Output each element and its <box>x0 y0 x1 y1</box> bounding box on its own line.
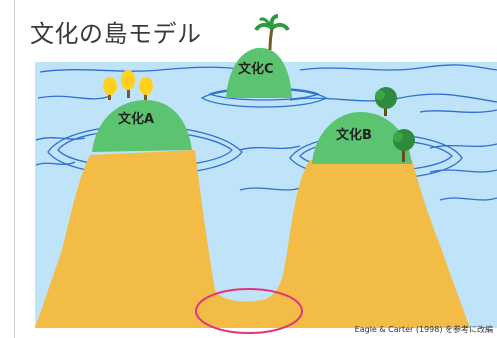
slide-left-border <box>14 0 15 338</box>
wave-line <box>39 66 261 73</box>
island-b-trees <box>375 87 415 162</box>
valley-highlight-circle <box>195 288 303 334</box>
land-cross-section <box>35 150 470 328</box>
palm-tree-icon <box>254 14 290 51</box>
wave-line <box>37 95 111 100</box>
source-credit: Eagle & Carter (1998) を参考に改編 <box>354 325 493 334</box>
wave-line <box>239 187 301 191</box>
island-a-trees <box>103 70 153 100</box>
wave-line <box>289 93 497 103</box>
island-a-top <box>92 100 192 152</box>
tree-icon <box>121 70 135 90</box>
wave-line <box>299 64 497 71</box>
tree-icon <box>103 77 117 95</box>
wave-line <box>429 143 497 149</box>
wave-line <box>239 145 301 151</box>
island-b-label: 文化B <box>336 127 372 143</box>
wave-line <box>419 109 497 113</box>
wave-line <box>429 169 497 173</box>
island-c-label: 文化C <box>238 61 274 77</box>
wave-line <box>35 161 76 166</box>
island-b-top <box>312 112 412 164</box>
wave-line <box>439 197 497 201</box>
wave-line <box>35 137 86 141</box>
sea-waves <box>35 64 497 201</box>
island-a-label: 文化A <box>118 111 154 127</box>
page-title: 文化の島モデル <box>30 20 202 48</box>
tree-icon <box>139 77 153 95</box>
island-c-top <box>226 47 292 98</box>
